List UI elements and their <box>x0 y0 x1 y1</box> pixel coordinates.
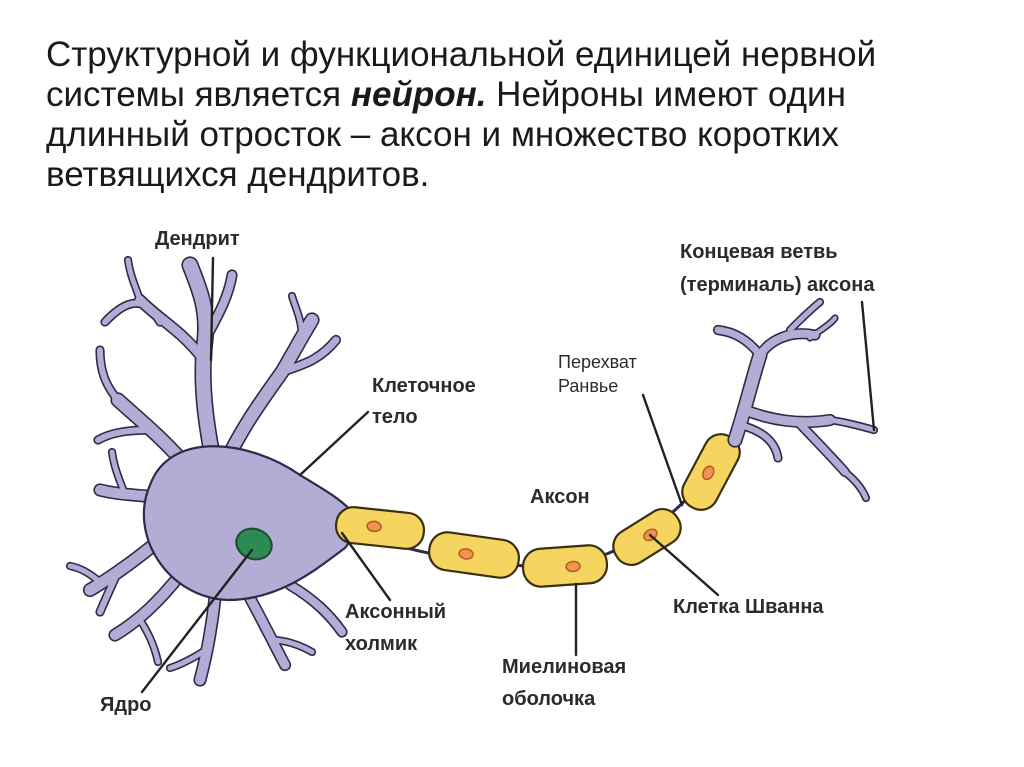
cell-body <box>142 445 354 602</box>
branch <box>110 570 185 640</box>
schwann-cell <box>612 507 682 567</box>
label-terminal-line1: Концевая ветвь <box>680 241 838 263</box>
branch <box>737 422 781 461</box>
intro-text-emphasis: нейрон. <box>350 75 487 114</box>
label-nucleus: Ядро <box>100 694 152 716</box>
schwann-cell <box>521 544 609 588</box>
label-pointers <box>140 256 876 694</box>
branch <box>842 469 869 501</box>
pointer-ranvier <box>641 393 684 507</box>
pointer-terminal <box>860 300 876 432</box>
branch <box>97 347 121 403</box>
label-terminal-line2: (терминаль) аксона <box>680 274 875 296</box>
branch <box>167 647 209 671</box>
schwann-cell <box>334 506 426 550</box>
branch <box>827 417 877 433</box>
branch <box>808 316 837 340</box>
intro-text-part2: Нейроны имеют один длинный отросток – ак… <box>46 75 846 194</box>
branch <box>714 326 764 359</box>
label-schwann: Клетка Шванна <box>673 596 824 618</box>
branch <box>137 617 161 665</box>
myelin-sheath <box>334 433 741 588</box>
nucleus <box>235 527 273 561</box>
branch <box>286 581 346 636</box>
label-hillock-line1: Аксонный <box>345 601 446 623</box>
label-cell-body-line1: Клеточное <box>372 375 476 397</box>
branch <box>125 257 143 303</box>
label-myelin-line1: Миелиновая <box>502 656 626 678</box>
branch <box>729 349 766 446</box>
label-myelin-line2: оболочка <box>502 688 596 710</box>
pointer-schwann <box>648 533 720 597</box>
branch <box>756 329 819 359</box>
pointer-nucleus <box>140 548 254 694</box>
branch <box>97 564 123 615</box>
branch <box>195 593 220 685</box>
pointer-dendrite <box>209 256 215 362</box>
branch <box>289 293 304 348</box>
label-hillock-line2: холмик <box>345 633 418 655</box>
branch <box>102 300 163 325</box>
branch <box>787 299 823 333</box>
branch <box>183 258 222 477</box>
axon-terminal <box>712 297 879 503</box>
pointer-cell-body <box>298 410 370 477</box>
branch <box>278 336 340 376</box>
branch <box>201 271 236 344</box>
branch <box>95 427 153 443</box>
branch <box>67 563 103 585</box>
branch <box>796 420 849 476</box>
intro-text: Структурной и функциональной единицей не… <box>46 35 946 195</box>
label-dendrite: Дендрит <box>155 228 240 250</box>
label-cell-body-line2: тело <box>372 406 418 428</box>
intro-text-part1: Структурной и функциональной единицей не… <box>46 35 877 114</box>
branch <box>245 593 290 670</box>
pointer-hillock <box>340 531 392 602</box>
label-ranvier-line1: Перехват <box>558 352 637 372</box>
schwann-cell <box>428 531 520 579</box>
label-axon: Аксон <box>530 486 590 508</box>
branch <box>269 637 315 655</box>
branch <box>740 405 835 427</box>
branch <box>109 449 128 497</box>
label-ranvier-line2: Ранвье <box>558 376 618 396</box>
